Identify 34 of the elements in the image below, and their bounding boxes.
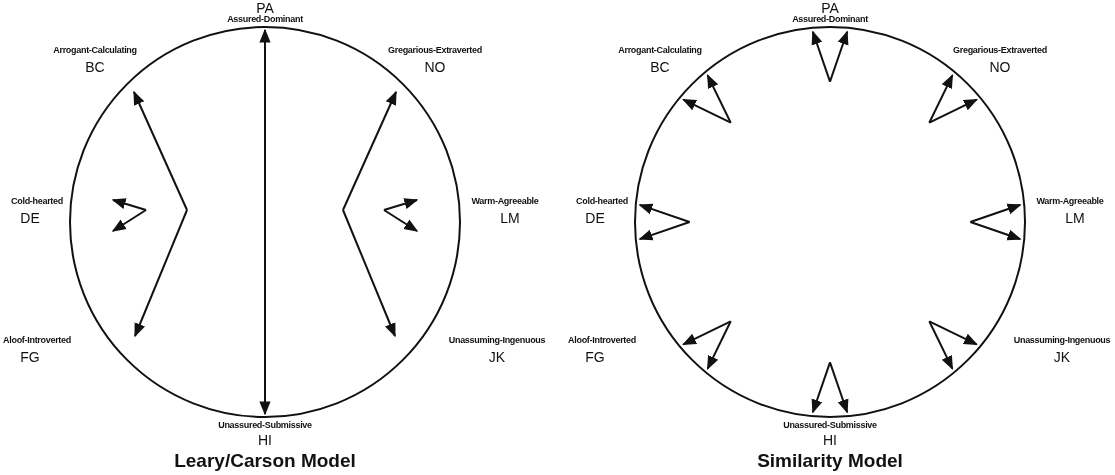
octant-code: HI xyxy=(258,433,272,447)
octant-code: JK xyxy=(488,350,506,364)
octant-code: NO xyxy=(989,60,1011,74)
model-caption: Leary/Carson Model xyxy=(174,451,356,470)
octant-code: FG xyxy=(585,350,605,364)
trait-label: Unassuming-Ingenuous xyxy=(448,336,546,345)
trait-label: Unassured-Submissive xyxy=(783,421,877,430)
trait-label: Unassured-Submissive xyxy=(218,421,312,430)
octant-code: LM xyxy=(1065,211,1085,225)
trait-label: Arrogant-Calculating xyxy=(618,46,702,55)
trait-label: Aloof-Introverted xyxy=(568,336,636,345)
octant-code: BC xyxy=(650,60,670,74)
octant-code: FG xyxy=(20,350,40,364)
trait-label: Warm-Agreeable xyxy=(1036,197,1104,206)
octant-code: DE xyxy=(585,211,605,225)
octant-code: BC xyxy=(85,60,105,74)
trait-label: Arrogant-Calculating xyxy=(53,46,137,55)
model-caption: Similarity Model xyxy=(757,451,903,470)
trait-label: Gregarious-Extraverted xyxy=(388,46,482,55)
octant-code: HI xyxy=(823,433,837,447)
trait-label: Assured-Dominant xyxy=(792,15,868,24)
trait-label: Warm-Agreeable xyxy=(471,197,539,206)
trait-label: Cold-hearted xyxy=(576,197,628,206)
trait-label: Cold-hearted xyxy=(11,197,63,206)
octant-code: DE xyxy=(20,211,40,225)
octant-code: LM xyxy=(500,211,520,225)
octant-code: PA xyxy=(256,1,274,15)
octant-code: PA xyxy=(821,1,839,15)
octant-code: NO xyxy=(424,60,446,74)
octant-code: JK xyxy=(1053,350,1071,364)
trait-label: Assured-Dominant xyxy=(227,15,303,24)
trait-label: Gregarious-Extraverted xyxy=(953,46,1047,55)
trait-label: Unassuming-Ingenuous xyxy=(1013,336,1111,345)
trait-label: Aloof-Introverted xyxy=(3,336,71,345)
